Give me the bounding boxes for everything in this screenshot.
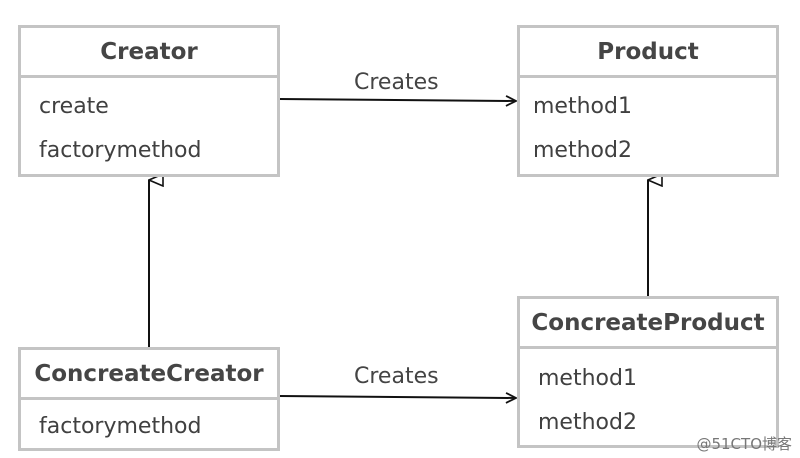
class-name-concrete-product: ConcreateProduct xyxy=(520,299,776,349)
member-factorymethod: factorymethod xyxy=(39,138,202,163)
class-name-product: Product xyxy=(520,28,776,78)
member-method2: method2 xyxy=(538,410,637,435)
member-create: create xyxy=(39,94,109,119)
class-name-concrete-creator: ConcreateCreator xyxy=(21,350,277,400)
edge-label-creates-bottom: Creates xyxy=(354,364,439,389)
class-name-creator: Creator xyxy=(21,28,277,78)
class-box-concrete-creator: ConcreateCreator factorymethod xyxy=(18,347,280,451)
creates-arrow-bottom xyxy=(278,396,516,398)
class-box-product: Product method1 method2 xyxy=(517,25,779,177)
member-factorymethod: factorymethod xyxy=(39,414,202,439)
member-method1: method1 xyxy=(538,366,637,391)
member-method1: method1 xyxy=(533,94,632,119)
edge-label-creates-top: Creates xyxy=(354,70,439,95)
member-method2: method2 xyxy=(533,138,632,163)
class-box-creator: Creator create factorymethod xyxy=(18,25,280,177)
creates-arrow-top xyxy=(278,99,516,101)
class-box-concrete-product: ConcreateProduct method1 method2 xyxy=(517,296,779,448)
watermark-text: @51CTO博客 xyxy=(696,435,792,453)
